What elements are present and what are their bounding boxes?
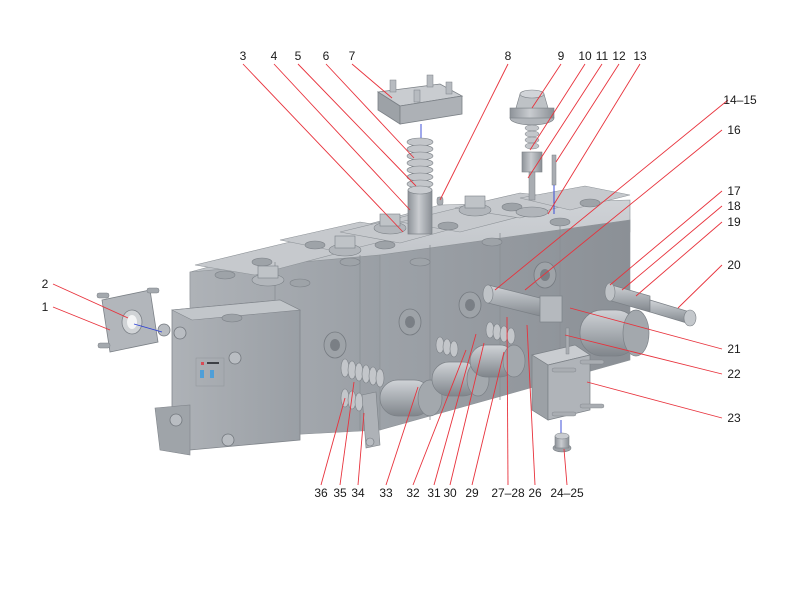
leader-line [242,63,404,233]
callout-label: 27–28 [491,486,525,500]
callout-label: 5 [294,49,302,63]
leader-line [439,63,509,201]
leader-line [527,63,603,179]
relief-cartridge [604,282,697,327]
callout-label: 29 [465,486,479,500]
leader-line [609,190,723,286]
callout-label: 2 [41,277,49,291]
leader-line [52,283,129,319]
callout-label: 13 [633,49,647,63]
bracket [361,391,381,449]
manifold-block [531,327,605,453]
leader-line [471,351,505,486]
leader-line [524,129,723,291]
callout-label: 17 [727,184,741,198]
callout-label: 22 [727,367,741,381]
callout-label: 30 [443,486,457,500]
callout-label: 24–25 [550,486,584,500]
callout-label: 14–15 [723,93,757,107]
relief-spring-assembly [406,137,444,235]
callout-label: 4 [270,49,278,63]
callout-label: 23 [727,411,741,425]
callout-label: 16 [727,123,741,137]
leader-line [547,63,641,215]
leader-line [564,334,723,375]
leader-line [449,342,485,486]
callout-label: 34 [351,486,365,500]
leader-line [412,349,467,486]
callout-label: 35 [333,486,347,500]
callout-label: 7 [348,49,356,63]
callout-label: 8 [504,49,512,63]
spool-assembly [482,284,563,323]
callout-label: 26 [528,486,542,500]
leader-line [297,63,417,187]
leader-line [586,381,723,419]
leader-line [569,307,723,350]
callout-label: 36 [314,486,328,500]
leader-line [52,306,111,331]
leader-line [635,221,723,297]
inlet-flange [96,287,171,353]
leader-line [563,448,568,486]
callout-label: 19 [727,215,741,229]
callout-label: 11 [595,49,609,63]
leader-line [494,99,729,291]
leader-line [385,386,419,486]
leader-line [320,397,346,486]
callout-label: 33 [379,486,393,500]
leader-line [339,381,355,486]
leader-line [351,63,393,99]
leader-line [677,264,723,309]
leader-line [273,63,411,211]
callout-label: 31 [427,486,441,500]
leader-line [357,412,365,486]
leader-lines [52,63,729,486]
callout-label: 18 [727,199,741,213]
front-springs [340,321,516,412]
leader-line [531,63,562,109]
leader-line [325,63,415,159]
leader-line [526,324,536,486]
plug-assembly [509,89,557,218]
leader-line [433,333,477,486]
cover-block [376,74,464,140]
callout-label: 21 [727,342,741,356]
callout-label: 12 [612,49,626,63]
leader-line [506,316,509,486]
callout-label: 10 [578,49,592,63]
callout-label: 3 [239,49,247,63]
leader-line [529,63,586,151]
callout-label: 20 [727,258,741,272]
leader-line [555,63,620,163]
leader-line [621,205,723,291]
callout-label: 6 [322,49,330,63]
callout-label: 1 [41,300,49,314]
end-cover [154,299,302,456]
callout-label: 9 [557,49,565,63]
callout-label: 32 [406,486,420,500]
